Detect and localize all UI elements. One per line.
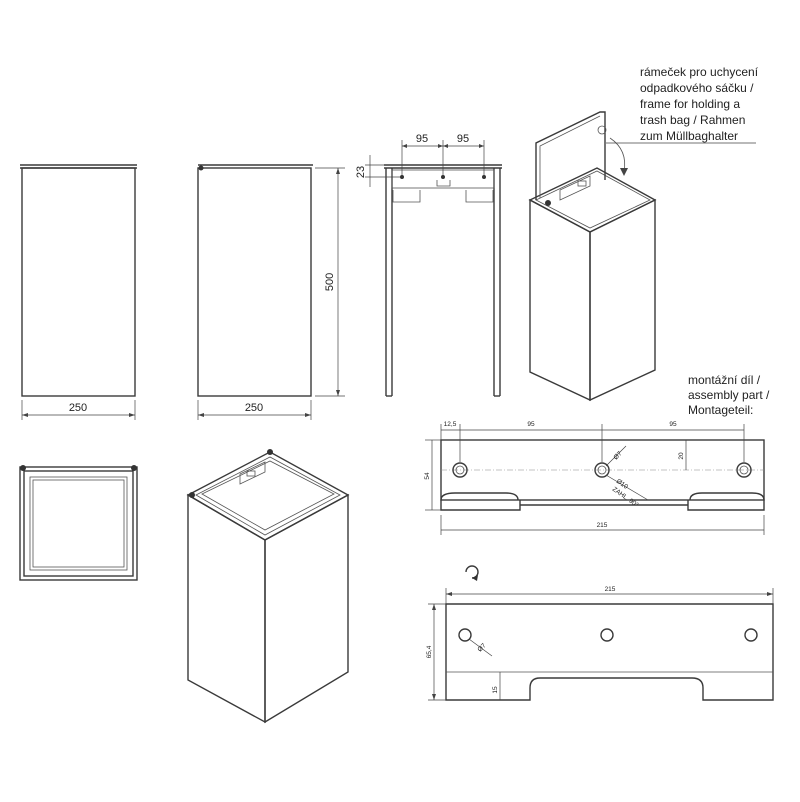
front-width-label: 250 bbox=[69, 402, 87, 414]
iso-bin-closed bbox=[186, 449, 350, 724]
frame-callout-line-4: trash bag / Rahmen bbox=[640, 113, 745, 127]
assembly-callout-line-1: montážní díl / bbox=[688, 373, 761, 387]
frame-callout-line-2: odpadkového sáčku / bbox=[640, 81, 754, 95]
assembly-callout: montážní díl / assembly part / Montagete… bbox=[688, 373, 770, 417]
assembly-part-bottom: 215 65,4 Ø7 15 bbox=[426, 586, 774, 701]
asm-top-height: 54 bbox=[424, 472, 431, 480]
assembly-callout-line-3: Montageteil: bbox=[688, 403, 753, 417]
top-view bbox=[19, 465, 138, 581]
assembly-part-top: 12,5 95 95 54 20 215 Ø7 Ø10 ZAHL. 90° bbox=[424, 421, 765, 535]
asm-bottom-hole-dia: Ø7 bbox=[476, 642, 487, 653]
asm-top-hole-offset: 20 bbox=[678, 452, 685, 460]
rotation-symbol bbox=[465, 565, 479, 581]
section-top-offset: 23 bbox=[355, 166, 367, 178]
asm-top-spacing-right: 95 bbox=[669, 421, 677, 428]
frame-callout: rámeček pro uchycení odpadkového sáčku /… bbox=[606, 65, 759, 144]
section-view: 95 95 23 bbox=[355, 133, 502, 397]
frame-callout-line-1: rámeček pro uchycení bbox=[640, 65, 759, 79]
asm-bottom-notch-height: 15 bbox=[492, 686, 499, 694]
section-spacing-right: 95 bbox=[457, 133, 469, 145]
front-view: 250 bbox=[20, 164, 137, 420]
section-spacing-left: 95 bbox=[416, 133, 428, 145]
asm-top-hole-dia: Ø7 bbox=[612, 450, 623, 461]
iso-bin-open bbox=[528, 111, 657, 402]
side-width-label: 250 bbox=[245, 402, 263, 414]
asm-top-edge-offset: 12,5 bbox=[444, 421, 457, 428]
side-view: 250 500 bbox=[197, 164, 345, 420]
assembly-callout-line-2: assembly part / bbox=[688, 388, 770, 402]
side-height-label: 500 bbox=[324, 273, 336, 291]
frame-callout-line-3: frame for holding a bbox=[640, 97, 740, 111]
frame-callout-line-5: zum Müllbaghalter bbox=[640, 129, 738, 143]
asm-bottom-height: 65,4 bbox=[426, 645, 433, 658]
asm-bottom-overall-width: 215 bbox=[605, 586, 616, 593]
asm-top-spacing-left: 95 bbox=[527, 421, 535, 428]
asm-top-overall-width: 215 bbox=[597, 522, 608, 529]
